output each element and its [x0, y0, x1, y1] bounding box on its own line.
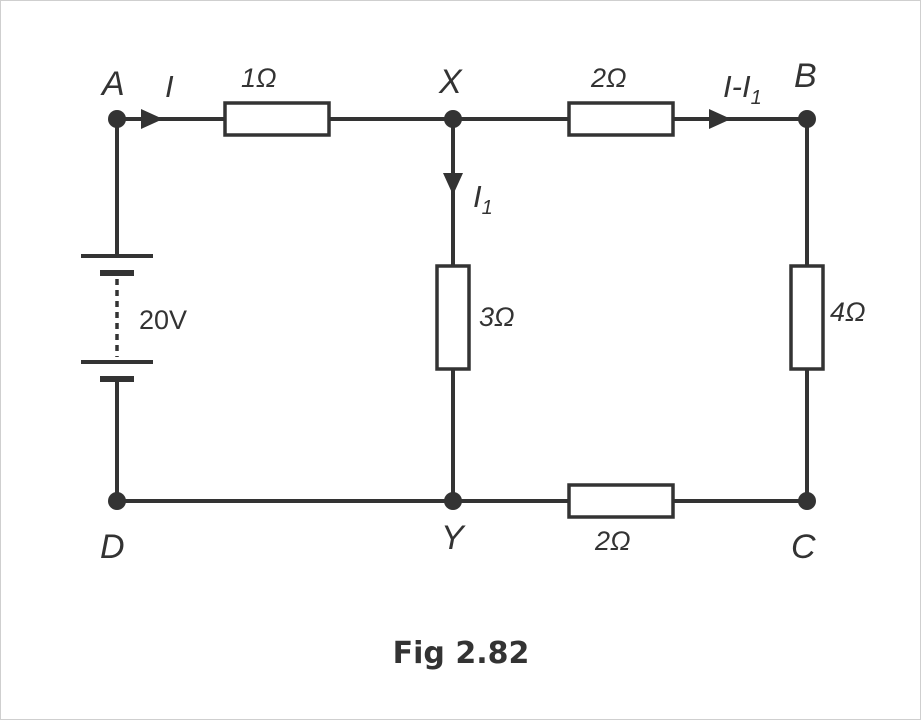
- node-a-label: A: [100, 65, 125, 103]
- node-y-dot: [444, 492, 462, 510]
- current-i1-part: I: [742, 69, 751, 104]
- node-b-label: B: [794, 57, 817, 95]
- figure-caption: Fig 2.82: [393, 636, 530, 671]
- node-y-label: Y: [441, 519, 466, 557]
- current-i1-subscript: 1: [751, 87, 762, 109]
- battery: [81, 254, 153, 382]
- node-b-dot: [798, 110, 816, 128]
- resistor-4ohm-label: 4Ω: [830, 297, 866, 327]
- resistor-3ohm-label: 3Ω: [479, 302, 515, 332]
- current-i-label: I: [165, 69, 174, 104]
- current-i-minus-i1-label: I-I1: [723, 69, 762, 109]
- node-d-label: D: [100, 528, 125, 566]
- node-c-label: C: [791, 528, 816, 566]
- resistor-3ohm: [435, 264, 471, 371]
- junctions: [108, 110, 816, 510]
- node-a-dot: [108, 110, 126, 128]
- node-c-dot: [798, 492, 816, 510]
- wires: [115, 117, 809, 503]
- arrow-current-i: [141, 109, 163, 129]
- current-arrows: [141, 109, 731, 195]
- current-i1-label: I1: [473, 179, 493, 219]
- node-x-label: X: [438, 63, 463, 101]
- current-minus-sign: -: [732, 69, 742, 104]
- resistor-1ohm: [223, 101, 331, 137]
- current-i1-index: 1: [482, 197, 493, 219]
- node-x-dot: [444, 110, 462, 128]
- resistor-1ohm-label: 1Ω: [241, 63, 277, 93]
- resistor-2ohm-top: [567, 101, 675, 137]
- current-i-part: I: [723, 69, 732, 104]
- resistors: [223, 101, 825, 519]
- current-i1-base: I: [473, 179, 482, 214]
- resistor-2ohm-bottom-label: 2Ω: [594, 526, 631, 556]
- resistor-2ohm-bottom: [567, 483, 675, 519]
- arrow-current-i1: [443, 173, 463, 195]
- arrow-current-i-minus-i1: [709, 109, 731, 129]
- resistor-4ohm: [789, 264, 825, 371]
- battery-emf-label: 20V: [139, 305, 187, 335]
- node-d-dot: [108, 492, 126, 510]
- resistor-2ohm-top-label: 2Ω: [590, 63, 627, 93]
